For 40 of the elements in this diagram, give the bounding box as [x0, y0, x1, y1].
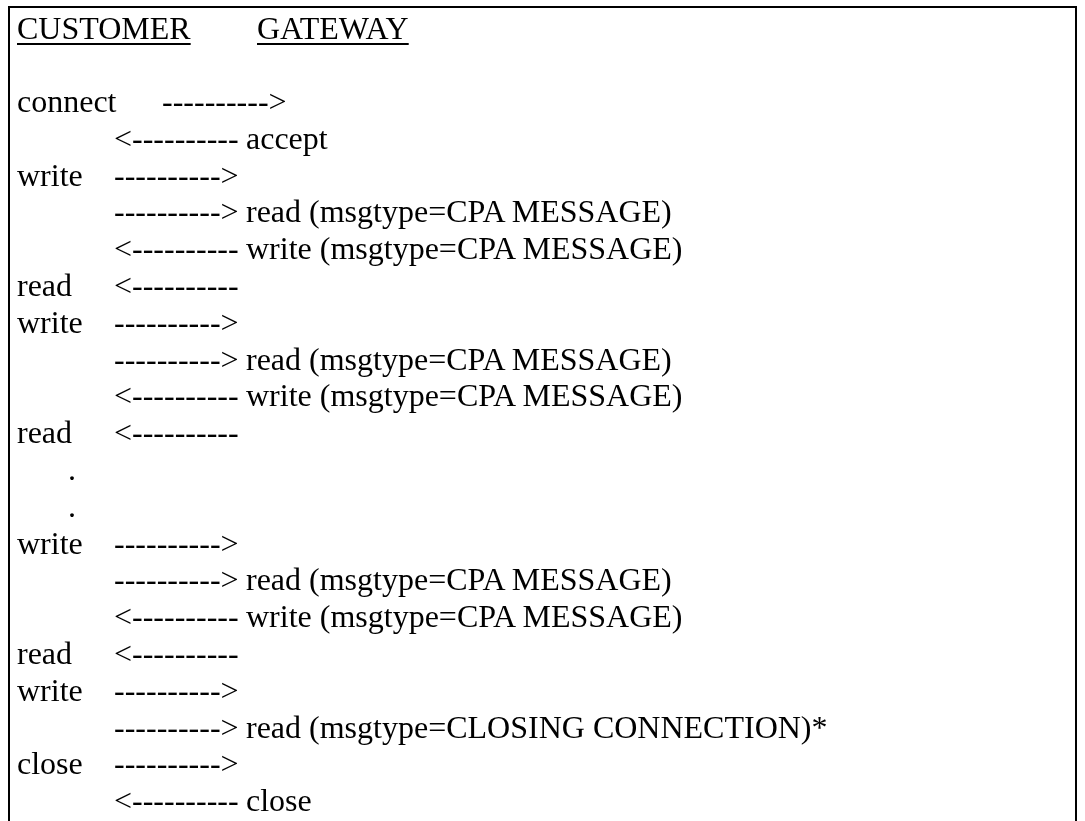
ascii-arrow: ---------->	[114, 193, 239, 230]
message-label: write (msgtype=CPA MESSAGE)	[246, 598, 683, 635]
ascii-arrow: ---------->	[114, 708, 239, 745]
ascii-arrow: ---------->	[114, 340, 239, 377]
ellipsis-dot: .	[68, 451, 76, 487]
ascii-arrow: ---------->	[114, 524, 239, 561]
ascii-arrow: <----------	[114, 119, 239, 156]
operation-label: write	[17, 671, 83, 708]
ascii-arrow: ---------->	[114, 745, 239, 782]
operation-label: read	[17, 414, 73, 451]
ascii-arrow: ---------->	[114, 303, 239, 340]
message-label: write (msgtype=CPA MESSAGE)	[246, 377, 683, 414]
column-heading: CUSTOMER	[17, 10, 191, 46]
ascii-arrow: ---------->	[114, 156, 239, 193]
ascii-arrow: <----------	[114, 377, 239, 414]
operation-label: write	[17, 156, 83, 193]
message-label: read (msgtype=CPA MESSAGE)	[246, 340, 672, 377]
ellipsis-dot: .	[68, 487, 76, 524]
ascii-arrow: ---------->	[114, 561, 239, 598]
ascii-arrow: <----------	[114, 635, 239, 671]
ascii-arrow: ---------->	[114, 671, 239, 708]
operation-label: close	[17, 745, 83, 782]
message-label: read (msgtype=CLOSING CONNECTION)*	[246, 708, 828, 745]
message-label: read (msgtype=CPA MESSAGE)	[246, 561, 672, 598]
ascii-arrow: ---------->	[162, 83, 287, 119]
message-label: write (msgtype=CPA MESSAGE)	[246, 230, 683, 267]
ascii-arrow: <----------	[114, 267, 239, 303]
message-label: accept	[246, 119, 328, 156]
operation-label: write	[17, 524, 83, 561]
ascii-arrow: <----------	[114, 782, 239, 819]
operation-label: connect	[17, 83, 117, 119]
message-label: read (msgtype=CPA MESSAGE)	[246, 193, 672, 230]
message-label: close	[246, 782, 312, 819]
operation-label: read	[17, 267, 73, 303]
operation-label: read	[17, 635, 73, 671]
operation-label: write	[17, 303, 83, 340]
column-heading: GATEWAY	[257, 10, 409, 46]
ascii-arrow: <----------	[114, 598, 239, 635]
ascii-arrow: <----------	[114, 230, 239, 267]
ascii-arrow: <----------	[114, 414, 239, 451]
